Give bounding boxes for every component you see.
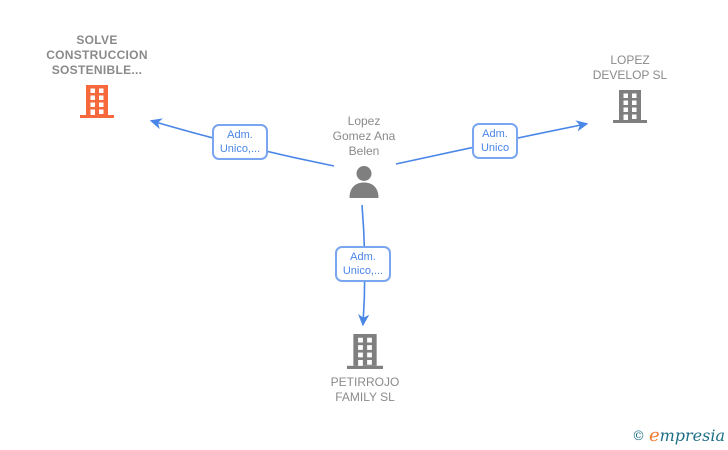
edge-label-line: Unico (480, 142, 510, 154)
brand-initial: e (648, 425, 660, 446)
company-name-line: DEVELOP SL (592, 68, 668, 82)
edge-label-petirrojo: Adm. Unico,... (335, 246, 391, 282)
building-icon (347, 334, 383, 369)
person-name-line: Gomez Ana (332, 129, 396, 143)
copyright-symbol: © (631, 429, 645, 444)
company-name-line: SOLVE (76, 33, 118, 47)
company-name-line: LOPEZ (610, 53, 650, 67)
building-icon (80, 85, 114, 118)
person-node-lopez-gomez-ana-belen[interactable]: Lopez Gomez Ana Belen (294, 114, 434, 198)
company-node-lopez-develop[interactable]: LOPEZ DEVELOP SL (560, 53, 700, 123)
company-node-petirrojo[interactable]: PETIRROJO FAMILY SL (295, 334, 435, 405)
company-node-solve[interactable]: SOLVE CONSTRUCCION SOSTENIBLE... (27, 33, 167, 118)
empresia-watermark: ©empresia (632, 425, 725, 446)
company-name-line: PETIRROJO (330, 375, 400, 389)
brand-rest: mpresia (659, 426, 725, 445)
edge-label-line: Unico,... (219, 143, 261, 155)
company-name-line: CONSTRUCCION (46, 48, 148, 62)
edge-label-line: Adm. (482, 128, 508, 140)
edge-label-line: Adm. (350, 251, 376, 263)
person-name-line: Belen (348, 144, 380, 158)
company-name: SOLVE CONSTRUCCION SOSTENIBLE... (27, 33, 167, 78)
company-name-line: FAMILY SL (335, 390, 395, 404)
edge-label-line: Adm. (227, 129, 253, 141)
company-name: LOPEZ DEVELOP SL (560, 53, 700, 83)
company-name-line: SOSTENIBLE... (51, 63, 143, 77)
building-icon (613, 90, 647, 123)
edge-label-line: Unico,... (342, 265, 384, 277)
company-name: PETIRROJO FAMILY SL (295, 375, 435, 405)
edge-label-solve: Adm. Unico,... (212, 124, 268, 160)
edge-label-lopez-develop: Adm. Unico (472, 123, 518, 159)
person-name-line: Lopez (347, 114, 381, 128)
person-icon (349, 166, 379, 198)
person-name: Lopez Gomez Ana Belen (294, 114, 434, 159)
